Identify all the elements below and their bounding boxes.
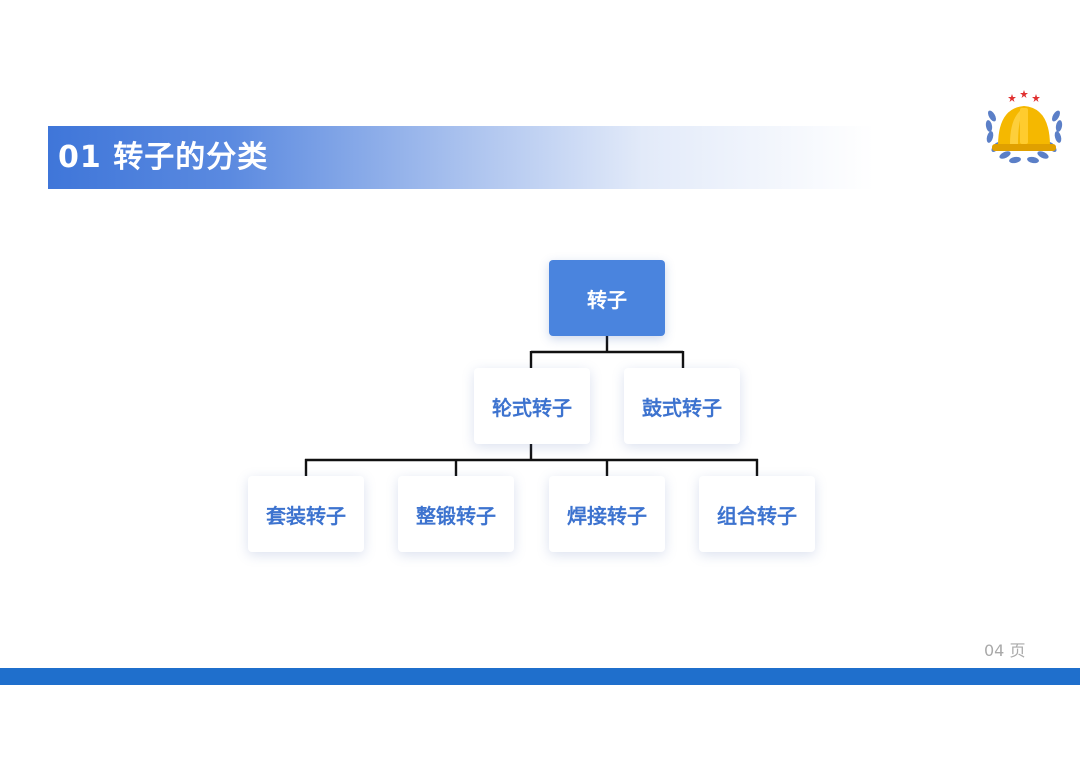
node-drum-rotor: 鼓式转子 (624, 368, 740, 444)
node-welded-rotor: 焊接转子 (549, 476, 665, 552)
node-rotor: 转子 (549, 260, 665, 336)
footer-bar (0, 668, 1080, 685)
node-shrunk-on-rotor: 套装转子 (248, 476, 364, 552)
safety-helmet-logo-icon (985, 90, 1063, 164)
node-combined-rotor: 组合转子 (699, 476, 815, 552)
node-wheel-rotor: 轮式转子 (474, 368, 590, 444)
page-title: 01 转子的分类 (58, 140, 269, 175)
title-banner (48, 126, 874, 189)
page-number: 04 页 (984, 641, 1026, 660)
node-integral-forged-rotor: 整锻转子 (398, 476, 514, 552)
